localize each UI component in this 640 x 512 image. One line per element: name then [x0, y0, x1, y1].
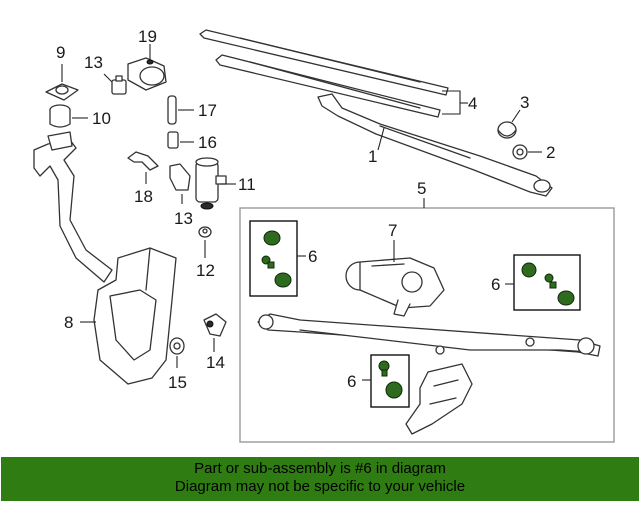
banner-line-1: Part or sub-assembly is #6 in diagram: [194, 460, 446, 477]
wiper-arm[interactable]: [317, 93, 553, 197]
arm-cap[interactable]: [497, 121, 517, 139]
wiper-linkage[interactable]: [257, 313, 601, 357]
grommet-parts-bottom: [378, 360, 403, 399]
callout-7[interactable]: 7: [388, 221, 397, 240]
grommet-group-right[interactable]: [513, 254, 581, 311]
washer-reservoir[interactable]: [93, 247, 177, 385]
grommet-parts-right: [521, 262, 575, 306]
callout-12[interactable]: 12: [196, 261, 215, 280]
callout-1[interactable]: 1: [368, 147, 377, 166]
connector-16[interactable]: [167, 131, 179, 149]
grommet-group-bottom[interactable]: [370, 354, 410, 408]
callout-4[interactable]: 4: [468, 94, 477, 113]
grommet-group-left[interactable]: [249, 220, 298, 297]
callout-6-left[interactable]: 6: [308, 247, 317, 266]
callout-17[interactable]: 17: [198, 101, 217, 120]
callout-10[interactable]: 10: [92, 109, 111, 128]
reservoir-filler-neck[interactable]: [33, 131, 113, 283]
grommet-parts-left: [261, 230, 292, 288]
callout-6-right[interactable]: 6: [491, 275, 500, 294]
callout-5[interactable]: 5: [417, 179, 426, 198]
connector-13-bottom[interactable]: [169, 163, 191, 191]
callout-8[interactable]: 8: [64, 313, 73, 332]
wiper-blades[interactable]: [199, 29, 449, 118]
callout-16[interactable]: 16: [198, 133, 217, 152]
callout-18[interactable]: 18: [134, 187, 153, 206]
washer-pump[interactable]: [195, 157, 227, 210]
filler-cap[interactable]: [45, 83, 79, 101]
arm-nut[interactable]: [512, 144, 528, 160]
clip-18[interactable]: [127, 151, 159, 171]
linkage-bracket[interactable]: [405, 363, 473, 435]
callout-6-bottom[interactable]: 6: [347, 372, 356, 391]
callout-14[interactable]: 14: [206, 353, 225, 372]
linkage-assembly-box: [239, 207, 615, 443]
connector-13-top[interactable]: [111, 75, 127, 95]
callout-13-top[interactable]: 13: [84, 53, 103, 72]
info-banner: Part or sub-assembly is #6 in diagram Di…: [1, 457, 639, 501]
callout-2[interactable]: 2: [546, 143, 555, 162]
grommet-12[interactable]: [198, 226, 212, 238]
callout-19[interactable]: 19: [138, 27, 157, 46]
callout-15[interactable]: 15: [168, 373, 187, 392]
level-sensor-14[interactable]: [203, 313, 227, 337]
callout-11[interactable]: 11: [238, 175, 256, 194]
hose-17[interactable]: [167, 95, 177, 125]
parts-diagram: 4 1 3 2 5 7: [33, 27, 615, 443]
callout-9[interactable]: 9: [56, 43, 65, 62]
grommet-15[interactable]: [169, 337, 185, 355]
banner-line-2: Diagram may not be specific to your vehi…: [174, 478, 466, 495]
filler-neck-part[interactable]: [49, 104, 71, 128]
callout-13-bottom[interactable]: 13: [174, 209, 193, 228]
callout-3[interactable]: 3: [520, 93, 529, 112]
wiper-motor[interactable]: [345, 257, 445, 317]
washer-nozzle[interactable]: [127, 57, 167, 91]
